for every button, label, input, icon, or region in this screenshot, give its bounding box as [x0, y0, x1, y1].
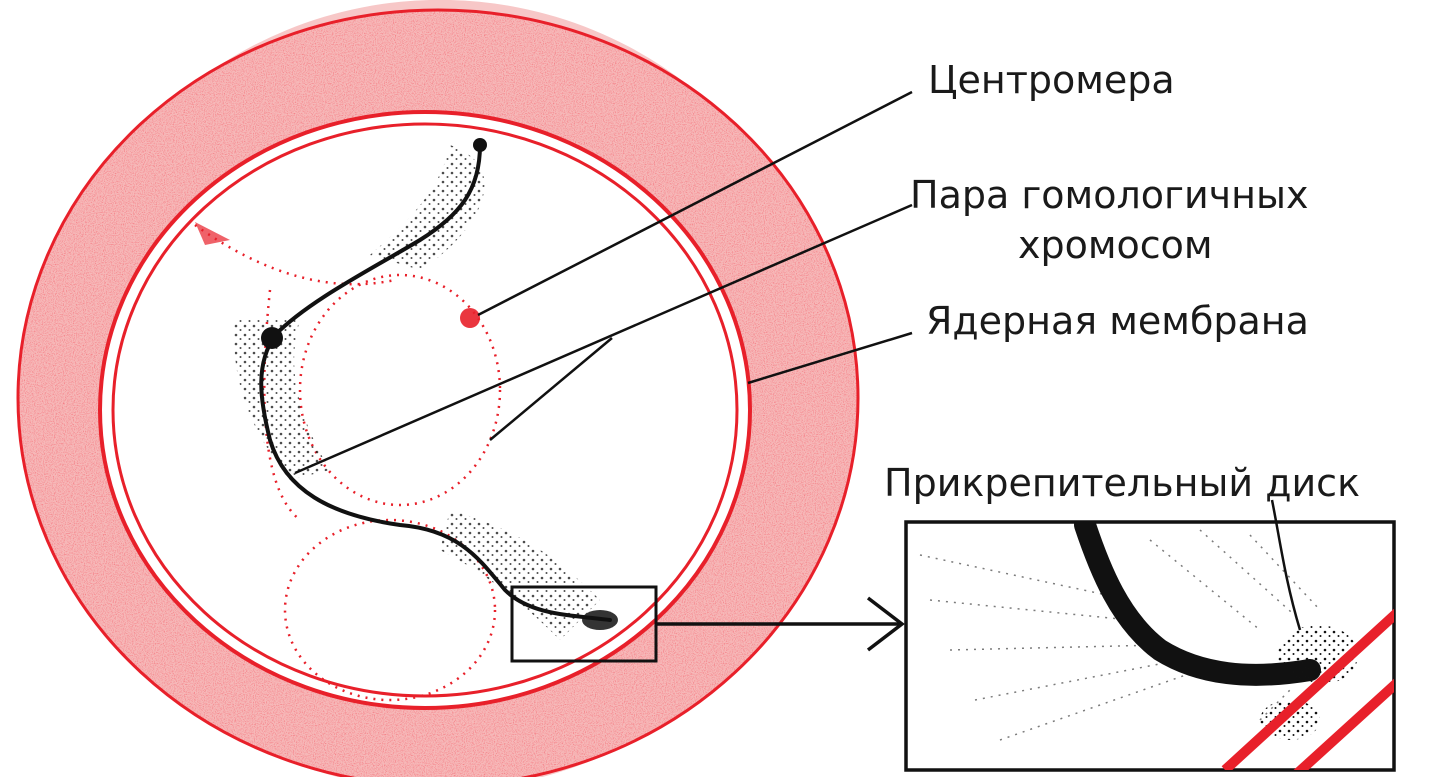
zoom-inset — [906, 522, 1400, 777]
label-homologous-pair-1: Пара гомологичных — [910, 173, 1308, 217]
label-nuclear-membrane: Ядерная мембрана — [926, 299, 1309, 343]
label-centromere: Центромера — [928, 58, 1175, 102]
centromere-dot — [261, 327, 283, 349]
label-attachment-disc: Прикрепительный диск — [884, 461, 1360, 505]
labels: Центромера Пара гомологичных хромосом Яд… — [884, 58, 1360, 505]
label-homologous-pair-2: хромосом — [1018, 223, 1213, 267]
